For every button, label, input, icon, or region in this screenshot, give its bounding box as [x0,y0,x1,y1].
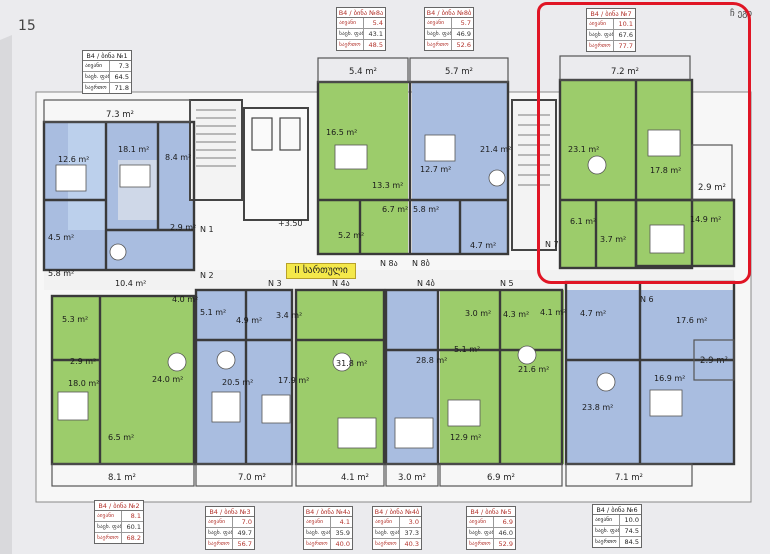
room-area: 20.5 m² [222,378,253,387]
unit-label-n8b: N 8ბ [412,258,430,268]
room-area: 5.3 m² [62,315,88,324]
balcony-8a-area: 5.4 m² [349,67,377,77]
room-area: 21.4 m² [480,145,511,154]
room-area: 3.0 m² [465,309,491,318]
room-area: 13.3 m² [372,181,403,190]
corridor-label: II სართული [286,263,356,279]
room-area: 6.5 m² [108,433,134,442]
room-area: 12.7 m² [420,165,451,174]
room-area: 23.1 m² [568,145,599,154]
room-area: 4.7 m² [470,241,496,250]
room-area: 17.8 m² [650,166,681,175]
handwritten-mark-right: ჩ ეგი [730,8,752,19]
unit-label-n3: N 3 [268,279,282,288]
unit-label-n7: N 7 [545,240,559,249]
room-area: 5.8 m² [413,205,439,214]
room-area: 17.9 m² [278,376,309,385]
balcony-5-area: 6.9 m² [487,473,515,483]
room-area: 23.8 m² [582,403,613,412]
balcony-3-area: 7.0 m² [238,473,266,483]
handwritten-mark-left: 15 [18,18,36,34]
unit-label-n4a: N 4ა [332,279,350,288]
room-area: 12.6 m² [58,155,89,164]
unit-6 [566,282,734,464]
room-area: 3.7 m² [600,235,626,244]
balcony-6-side-area: 2.9 m² [700,356,728,366]
unit-5 [440,290,564,464]
room-area: 4.3 m² [503,310,529,319]
room-area: 18.1 m² [118,145,149,154]
balcony-4b-area: 3.0 m² [398,473,426,483]
unit-3 [196,290,292,464]
balcony-4a-area: 4.1 m² [341,473,369,483]
room-area: 2.9 m² [70,357,96,366]
room-area: 5.1 m² [454,345,480,354]
room-area: 6.1 m² [570,217,596,226]
balcony-8b-area: 5.7 m² [445,67,473,77]
room-area: 14.9 m² [690,215,721,224]
room-area: 12.9 m² [450,433,481,442]
room-area: 10.4 m² [115,279,146,288]
room-area: 17.6 m² [676,316,707,325]
room-area: 2.9 m² [170,223,196,232]
room-area: 18.0 m² [68,379,99,388]
room-area: 16.5 m² [326,128,357,137]
room-area: 28.8 m² [416,356,447,365]
room-area: 6.7 m² [382,205,408,214]
room-area: 4.7 m² [580,309,606,318]
balcony-7-side-area: 2.9 m² [698,183,726,193]
unit-label-n6: N 6 [640,295,654,304]
unit-label-n2: N 2 [200,271,214,280]
room-area: 3.4 m² [276,311,302,320]
room-area: 4.1 m² [540,308,566,317]
room-area: 5.2 m² [338,231,364,240]
balcony-1-area: 7.3 m² [106,110,134,120]
room-area: 5.1 m² [200,308,226,317]
unit-label-n5: N 5 [500,279,514,288]
room-area: 16.9 m² [654,374,685,383]
unit-label-n1: N 1 [200,225,214,234]
balcony-2-area: 8.1 m² [108,473,136,483]
balcony-7-area: 7.2 m² [611,67,639,77]
unit-label-n8a: N 8ა [380,259,398,268]
room-area: 24.0 m² [152,375,183,384]
room-area: 4.5 m² [48,233,74,242]
balcony-6-area: 7.1 m² [615,473,643,483]
room-area: 4.0 m² [172,295,198,304]
room-area: 31.8 m² [336,359,367,368]
stair-core [189,99,557,251]
room-area: 21.6 m² [518,365,549,374]
room-area: 4.9 m² [236,316,262,325]
level-mark: +3.50 [278,219,303,228]
unit-2 [52,296,194,464]
unit-label-n4b: N 4ბ [417,278,435,288]
room-area: 5.8 m² [48,269,74,278]
room-area: 8.4 m² [165,153,191,162]
